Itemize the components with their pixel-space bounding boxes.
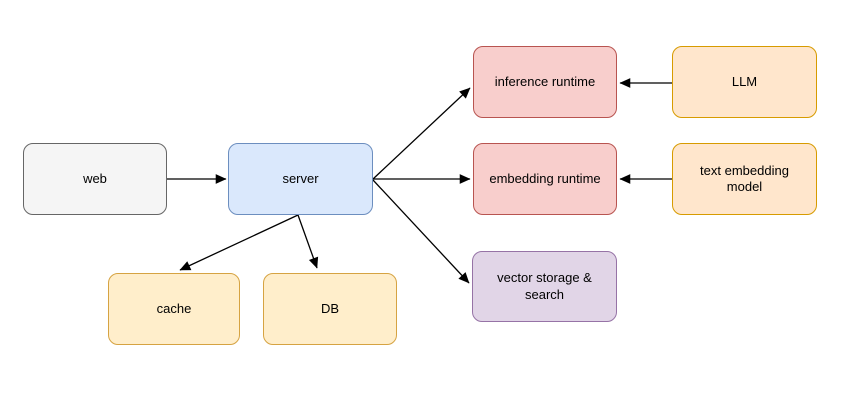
node-label: inference runtime [494, 73, 596, 89]
node-cache: cache [108, 273, 240, 345]
node-label: text embedding model [700, 162, 789, 194]
node-vector-storage-search: vector storage & search [472, 251, 617, 322]
node-text-embedding-model: text embedding model [672, 143, 817, 215]
node-label: LLM [731, 73, 758, 89]
edge-server-db [297, 214, 319, 269]
node-inference-runtime: inference runtime [473, 46, 617, 118]
node-label: DB [320, 300, 340, 316]
node-embedding-runtime: embedding runtime [473, 143, 617, 215]
node-label: server [282, 170, 319, 186]
node-label: embedding runtime [489, 170, 601, 186]
node-label: vector storage & search [497, 270, 592, 302]
node-web: web [23, 143, 167, 215]
edge-server-cache [179, 214, 299, 271]
node-server: server [228, 143, 373, 215]
node-label: web [83, 170, 107, 186]
edge-server-inference-runtime [372, 87, 471, 180]
node-llm: LLM [672, 46, 817, 118]
edge-server-vector-storage [372, 179, 470, 284]
node-label: cache [156, 300, 192, 316]
node-db: DB [263, 273, 397, 345]
